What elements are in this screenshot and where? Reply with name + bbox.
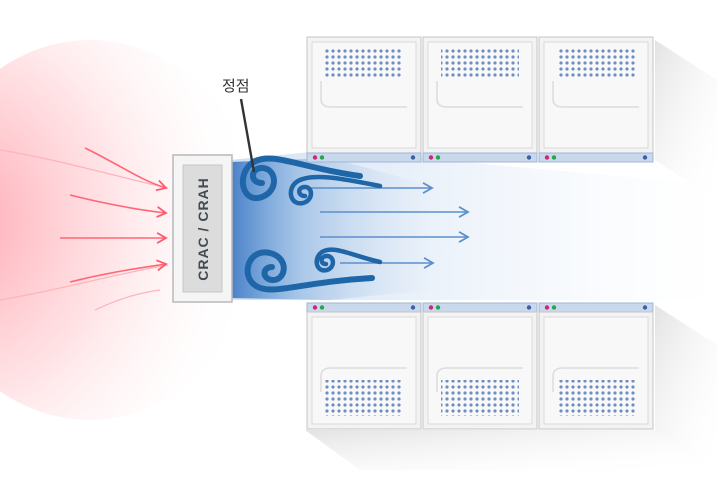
server-rack-top-1 (306, 36, 422, 163)
status-led-blue (410, 305, 416, 310)
rack-shadows (305, 40, 717, 470)
status-led-blue (642, 305, 648, 310)
status-led-blue (410, 155, 416, 160)
server-rack-top-2 (422, 36, 538, 163)
status-led-red (312, 305, 318, 310)
rack-row-top (306, 36, 654, 163)
status-led-red (428, 155, 434, 160)
air-vortex-group (240, 155, 383, 293)
status-led-red (544, 155, 550, 160)
server-rack-top-3 (538, 36, 654, 163)
vortex-bottom-small (314, 247, 383, 273)
status-led-blue (526, 155, 532, 160)
status-led-green (551, 155, 557, 160)
hot-air-zone (0, 40, 260, 420)
server-rack-bottom-2 (422, 302, 538, 430)
crac-crah-label: CRAC / CRAH (195, 177, 211, 281)
callout-label: 정점 (222, 77, 250, 95)
status-led-green (435, 155, 441, 160)
status-led-red (428, 305, 434, 310)
hot-air-arrows (60, 147, 168, 311)
server-rack-bottom-1 (306, 302, 422, 430)
vortex-bottom-large (244, 249, 375, 293)
cool-air-beam (230, 150, 717, 300)
status-led-green (435, 305, 441, 310)
status-led-green (551, 305, 557, 310)
status-led-green (319, 155, 325, 160)
status-led-red (312, 155, 318, 160)
server-rack-bottom-3 (538, 302, 654, 430)
crac-crah-unit: CRAC / CRAH (172, 154, 233, 303)
vortex-top-large (240, 155, 363, 202)
vortex-top-small (288, 174, 383, 206)
status-led-red (544, 305, 550, 310)
callout: 정점 (222, 77, 256, 173)
status-led-blue (642, 155, 648, 160)
status-led-green (319, 305, 325, 310)
callout-pointer (239, 98, 256, 173)
cool-air-arrows (300, 182, 470, 269)
status-led-blue (526, 305, 532, 310)
rack-row-bottom (306, 302, 654, 430)
